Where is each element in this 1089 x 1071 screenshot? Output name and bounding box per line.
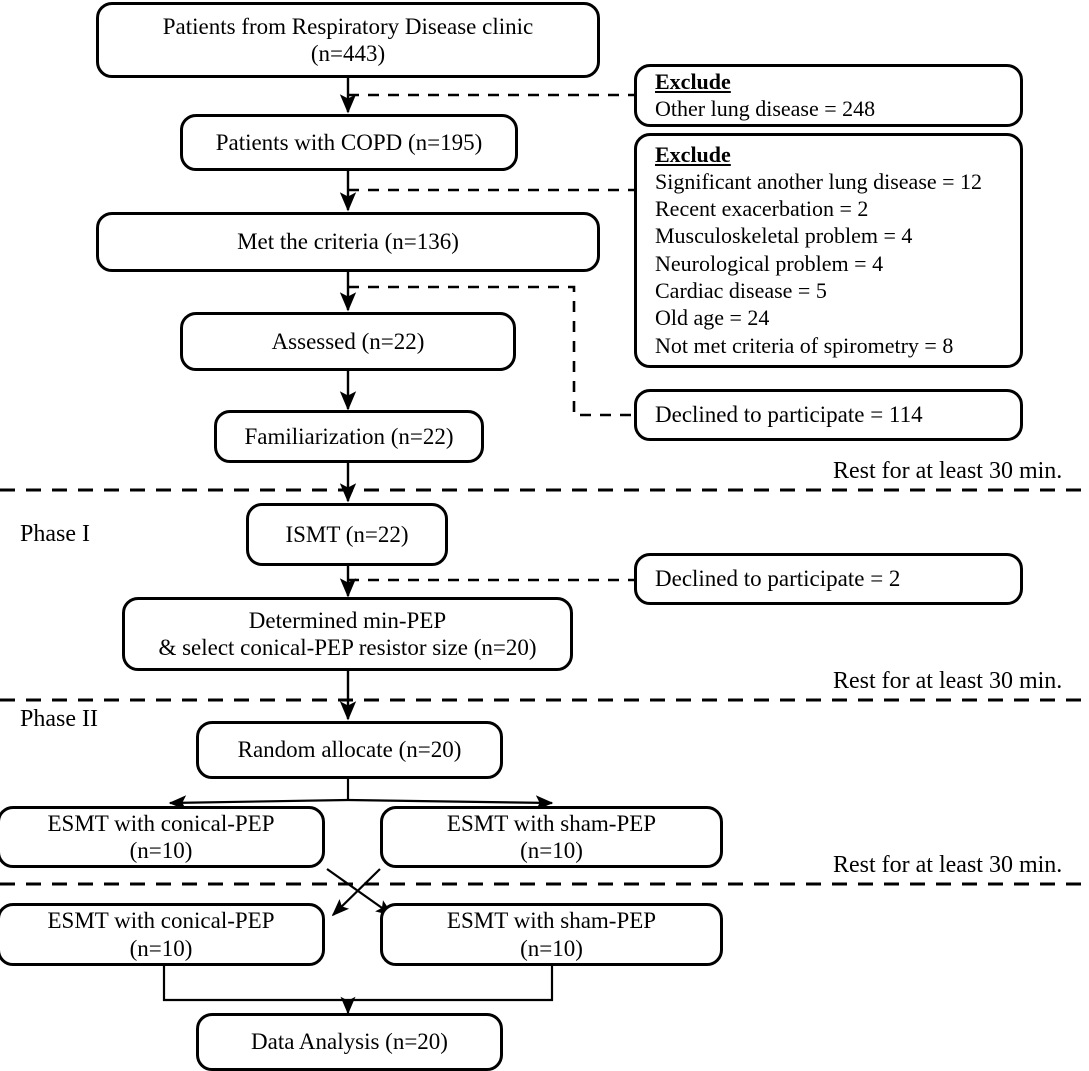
phase-label-2: Phase II (20, 706, 98, 732)
exclude-2-item-4: Cardiac disease = 5 (655, 278, 827, 304)
edge-crossover-sham-to-conical (331, 868, 381, 917)
edge-merge-to-analysis (162, 966, 348, 1002)
node-esmt-conical-period2[interactable]: ESMT with conical-PEP (n=10) (0, 903, 325, 966)
exclude-2-item-2: Musculoskeletal problem = 4 (655, 223, 913, 249)
rest-label-2: Rest for at least 30 min. (833, 668, 1063, 694)
node-esmt-sham-period2-line1: ESMT with sham-PEP (446, 908, 657, 934)
node-assessed[interactable]: Assessed (n=22) (180, 312, 516, 371)
phase-label-1: Phase I (20, 521, 90, 547)
edge-crossover-conical-to-sham (326, 868, 394, 917)
node-declined-114-line1: Declined to participate = 114 (655, 402, 923, 428)
node-random-allocate-line1: Random allocate (n=20) (237, 737, 462, 763)
node-esmt-sham-period1-line1: ESMT with sham-PEP (446, 810, 657, 836)
node-random-allocate[interactable]: Random allocate (n=20) (196, 721, 503, 779)
rest-label-1: Rest for at least 30 min. (833, 458, 1063, 484)
node-determined-line1: Determined min-PEP (248, 607, 447, 633)
node-esmt-conical-period2-line1: ESMT with conical-PEP (47, 908, 275, 934)
node-esmt-conical-period1[interactable]: ESMT with conical-PEP (n=10) (0, 806, 325, 868)
node-esmt-conical-period1-line2: (n=10) (129, 838, 193, 863)
exclude-2-item-0: Significant another lung disease = 12 (655, 168, 983, 194)
node-determined[interactable]: Determined min-PEP & select conical-PEP … (122, 597, 573, 671)
node-ismt-line1: ISMT (n=22) (285, 521, 409, 547)
node-copd[interactable]: Patients with COPD (n=195) (180, 114, 518, 171)
node-familiarization[interactable]: Familiarization (n=22) (214, 410, 484, 463)
node-criteria-line1: Met the criteria (n=136) (237, 229, 459, 255)
node-exclude-2[interactable]: Exclude Significant another lung disease… (634, 133, 1023, 368)
node-esmt-sham-period2-line2: (n=10) (520, 935, 583, 961)
node-copd-line1: Patients with COPD (n=195) (215, 129, 483, 155)
edge-random-to-conical-1 (168, 795, 349, 811)
node-declined-2-line1: Declined to participate = 2 (655, 566, 901, 592)
exclude-2-item-6: Not met criteria of spirometry = 8 (655, 332, 954, 358)
node-declined-114[interactable]: Declined to participate = 114 (634, 389, 1023, 441)
node-data-analysis-line1: Data Analysis (n=20) (251, 1029, 448, 1055)
exclude-2-title: Exclude (655, 142, 731, 167)
node-assessed-line1: Assessed (n=22) (271, 328, 425, 354)
node-esmt-sham-period2[interactable]: ESMT with sham-PEP (n=10) (380, 903, 723, 966)
exclude-1-item-0: Other lung disease = 248 (655, 95, 876, 121)
node-familiarization-line1: Familiarization (n=22) (244, 423, 454, 449)
node-exclude-1[interactable]: Exclude Other lung disease = 248 (634, 64, 1023, 127)
node-esmt-conical-period2-line2: (n=10) (129, 935, 193, 961)
node-ismt[interactable]: ISMT (n=22) (246, 503, 448, 566)
node-source[interactable]: Patients from Respiratory Disease clinic… (96, 2, 600, 78)
node-data-analysis[interactable]: Data Analysis (n=20) (196, 1013, 503, 1071)
node-determined-line2: & select conical-PEP resistor size (n=20… (158, 635, 537, 660)
node-criteria[interactable]: Met the criteria (n=136) (96, 212, 600, 272)
rest-label-3: Rest for at least 30 min. (833, 852, 1063, 878)
edge-merge-right-to-analysis (348, 966, 554, 1002)
node-esmt-sham-period1-line2: (n=10) (520, 838, 583, 863)
node-source-line2: (n=443) (310, 41, 386, 66)
node-esmt-sham-period1[interactable]: ESMT with sham-PEP (n=10) (380, 806, 723, 868)
node-declined-2[interactable]: Declined to participate = 2 (634, 553, 1023, 605)
node-source-line1: Patients from Respiratory Disease clinic (162, 13, 534, 39)
edge-random-to-sham-1 (347, 795, 554, 811)
exclude-1-title: Exclude (655, 68, 731, 94)
exclude-2-item-3: Neurological problem = 4 (655, 250, 884, 276)
exclude-2-item-5: Old age = 24 (655, 305, 770, 331)
exclude-2-item-1: Recent exacerbation = 2 (655, 196, 869, 222)
node-esmt-conical-period1-line1: ESMT with conical-PEP (47, 810, 275, 836)
